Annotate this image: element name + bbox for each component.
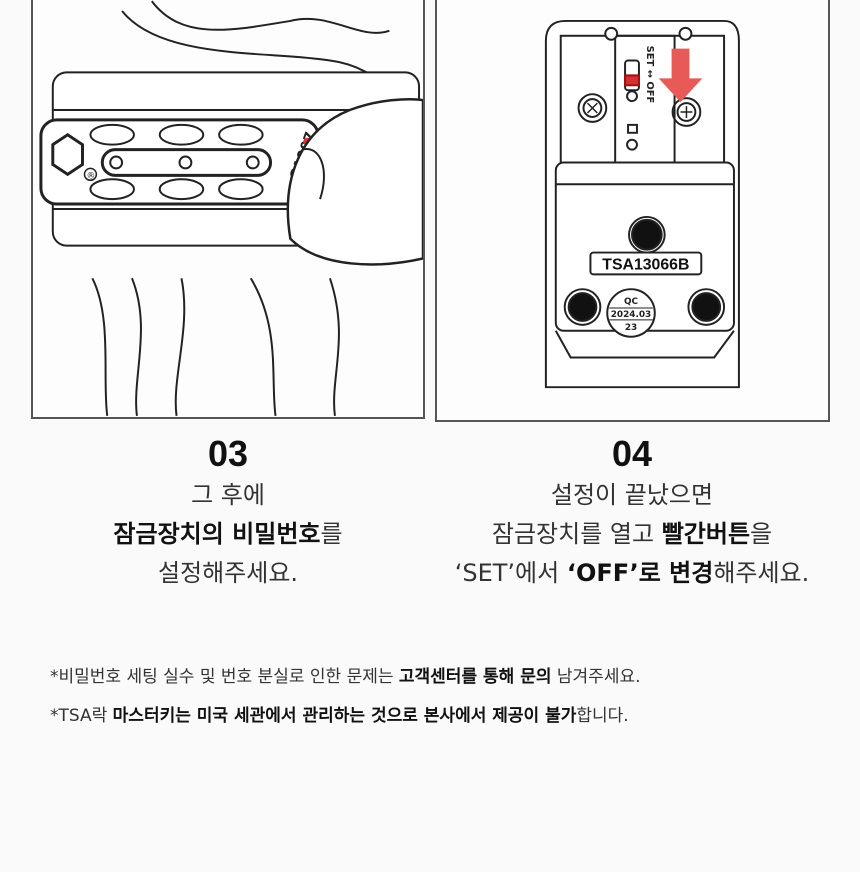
text: 설정해주세요. [157, 559, 299, 587]
registered-mark: ® [86, 171, 95, 181]
emphasis-text: 마스터키는 미국 세관에서 관리하는 것으로 본사에서 제공이 불가 [112, 706, 577, 726]
description-line: 설정이 끝났으면 [432, 476, 832, 515]
arrow-down-icon [658, 48, 703, 103]
text: 잠금장치를 열고 [491, 520, 662, 548]
text: *비밀번호 세팅 실수 및 번호 분실로 인한 문제는 [50, 667, 399, 687]
notice-item: *비밀번호 세팅 실수 및 번호 분실로 인한 문제는 고객센터를 통해 문의 … [50, 658, 641, 697]
description-line: 잠금장치를 열고 빨간버튼을 [432, 515, 832, 554]
switch-label: SET ↔ OFF [644, 46, 655, 104]
text: ‘SET’에서 [454, 559, 567, 587]
text: 설정이 끝났으면 [550, 481, 714, 509]
emphasis-text: ‘OFF’로 변경 [566, 559, 714, 587]
text: 를 [320, 520, 343, 548]
text: 을 [750, 520, 773, 548]
text: 그 후에 [191, 481, 265, 509]
step-number: 03 [207, 433, 249, 474]
step-number: 04 [611, 433, 653, 474]
qc-label: QC [624, 297, 638, 307]
text: 남겨주세요. [551, 667, 641, 687]
step4-illustration: SET ↔ OFF TSA13066B QC 2024.03 23 [435, 0, 830, 422]
text: 합니다. [576, 706, 629, 726]
qc-day: 23 [625, 323, 637, 333]
description-line: 잠금장치의 비밀번호를 [28, 515, 428, 554]
text: *TSA락 [50, 706, 113, 726]
emphasis-text: 빨간버튼 [661, 520, 751, 548]
notice-list: *비밀번호 세팅 실수 및 번호 분실로 인한 문제는 고객센터를 통해 문의 … [50, 658, 641, 736]
emphasis-text: 고객센터를 통해 문의 [398, 667, 552, 687]
description-line: 그 후에 [28, 476, 428, 515]
model-label: TSA13066B [602, 256, 689, 273]
text: 해주세요. [713, 559, 810, 587]
qc-date: 2024.03 [611, 310, 652, 320]
step3-illustration: ® CA007 [31, 0, 425, 419]
emphasis-text: 잠금장치의 비밀번호 [113, 520, 321, 548]
notice-item: *TSA락 마스터키는 미국 세관에서 관리하는 것으로 본사에서 제공이 불가… [50, 697, 641, 736]
description-line: 설정해주세요. [28, 554, 428, 593]
description-line: ‘SET’에서 ‘OFF’로 변경해주세요. [432, 554, 832, 593]
